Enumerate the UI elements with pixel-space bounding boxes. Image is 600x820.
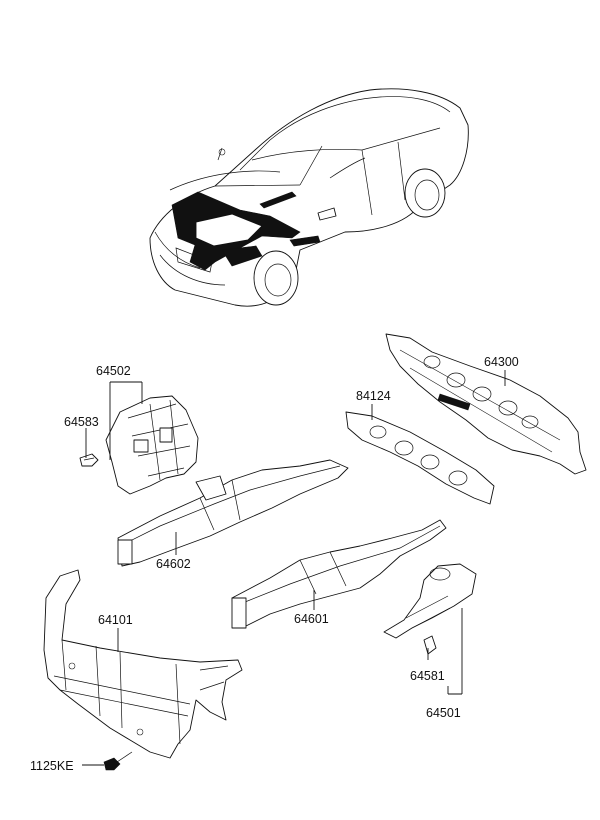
fender-apron-64501[interactable] (383, 563, 477, 639)
label-64501: 64501 (426, 706, 461, 720)
side-member-64602[interactable] (117, 459, 349, 567)
label-64583: 64583 (64, 415, 99, 429)
car-illustration (149, 88, 469, 307)
label-64502: 64502 (96, 364, 131, 378)
insulator-84124[interactable] (345, 411, 495, 505)
fender-apron-64502[interactable] (105, 395, 199, 495)
label-64101: 64101 (98, 613, 133, 627)
label-64602: 64602 (156, 557, 191, 571)
leader-lines (82, 370, 506, 766)
dash-panel-64300[interactable] (385, 333, 587, 475)
side-member-64601[interactable] (231, 519, 447, 629)
front-carrier-64101[interactable] (43, 569, 243, 759)
label-64601: 64601 (294, 612, 329, 626)
part-labels: 64502 64583 64300 84124 64602 64101 6460… (30, 355, 519, 773)
label-64581: 64581 (410, 669, 445, 683)
label-1125KE: 1125KE (30, 759, 74, 773)
label-84124: 84124 (356, 389, 391, 403)
label-64300: 64300 (484, 355, 519, 369)
bracket-64583[interactable] (79, 453, 99, 467)
bolt-1125KE[interactable] (103, 751, 133, 771)
bracket-64581[interactable] (423, 635, 437, 655)
